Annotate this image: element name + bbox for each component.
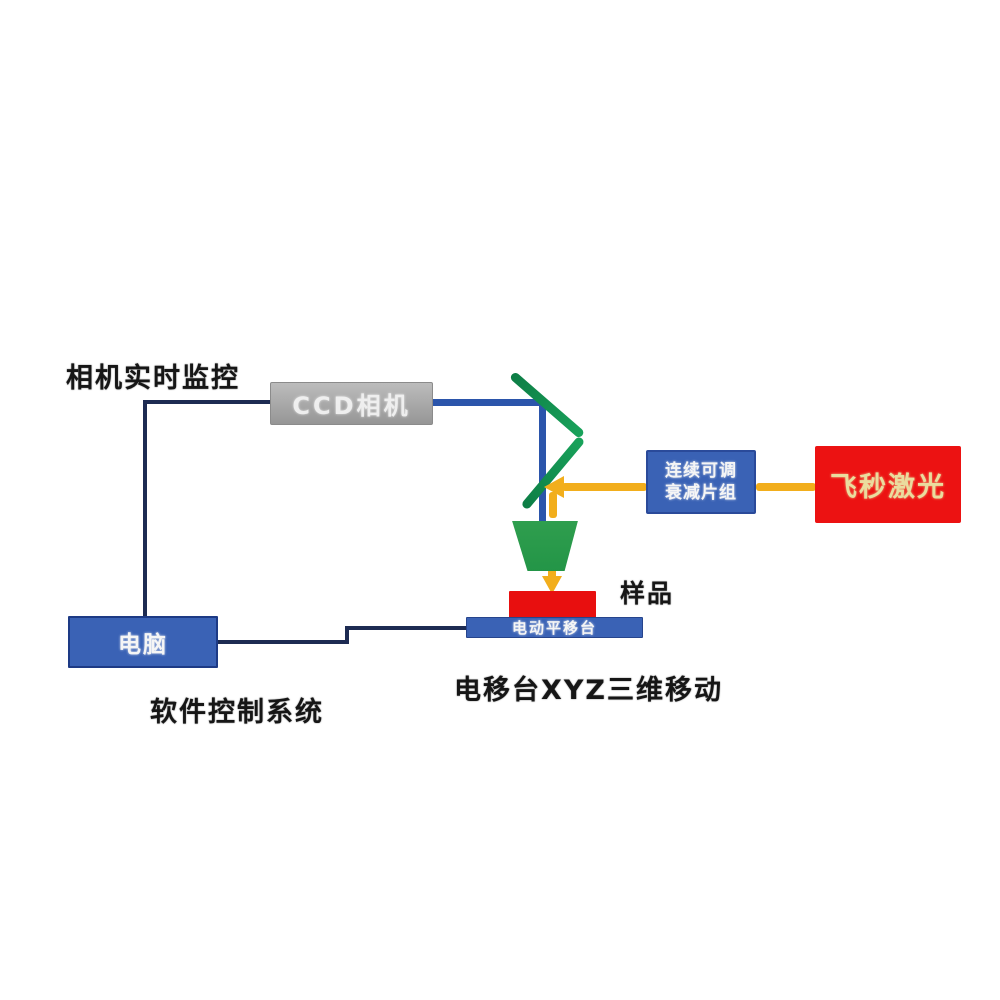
control-line-camera-vertical	[143, 400, 147, 616]
computer-box: 电脑	[68, 616, 218, 668]
objective-lens-icon	[512, 521, 578, 571]
attenuator-box: 连续可调 衰减片组	[646, 450, 756, 514]
control-line-camera-horizontal	[143, 400, 270, 404]
stage-caption-label: 电移台XYZ三维移动	[454, 675, 723, 706]
software-control-label: 软件控制系统	[150, 697, 324, 728]
stage-label: 电动平移台	[511, 619, 597, 637]
control-line-stage-step	[345, 626, 349, 644]
laser-beam-vertical-upper	[549, 492, 557, 518]
laser-beam-arrowhead-left-icon	[544, 476, 564, 498]
control-line-stage-horizontal1	[218, 640, 349, 644]
stage-bar: 电动平移台	[466, 617, 643, 638]
camera-beam-horizontal	[432, 399, 547, 406]
camera-beam-vertical	[539, 399, 546, 529]
sample-label: 样品	[620, 579, 675, 608]
sample-block	[509, 591, 596, 618]
laser-beam-attenuator-to-mirror	[562, 483, 647, 491]
attenuator-label-line1: 连续可调	[665, 460, 737, 481]
laser-label: 飞秒激光	[830, 472, 946, 503]
laser-beam-arrowhead-down-icon	[542, 576, 562, 594]
control-line-stage-horizontal2	[345, 626, 467, 630]
computer-label: 电脑	[118, 632, 168, 658]
attenuator-label-line2: 衰减片组	[665, 483, 737, 503]
camera-box: CCD相机	[270, 382, 433, 425]
laser-box: 飞秒激光	[815, 446, 961, 523]
laser-beam-laser-to-attenuator	[756, 483, 816, 491]
camera-monitoring-label: 相机实时监控	[66, 363, 240, 394]
camera-label: CCD相机	[292, 392, 411, 420]
